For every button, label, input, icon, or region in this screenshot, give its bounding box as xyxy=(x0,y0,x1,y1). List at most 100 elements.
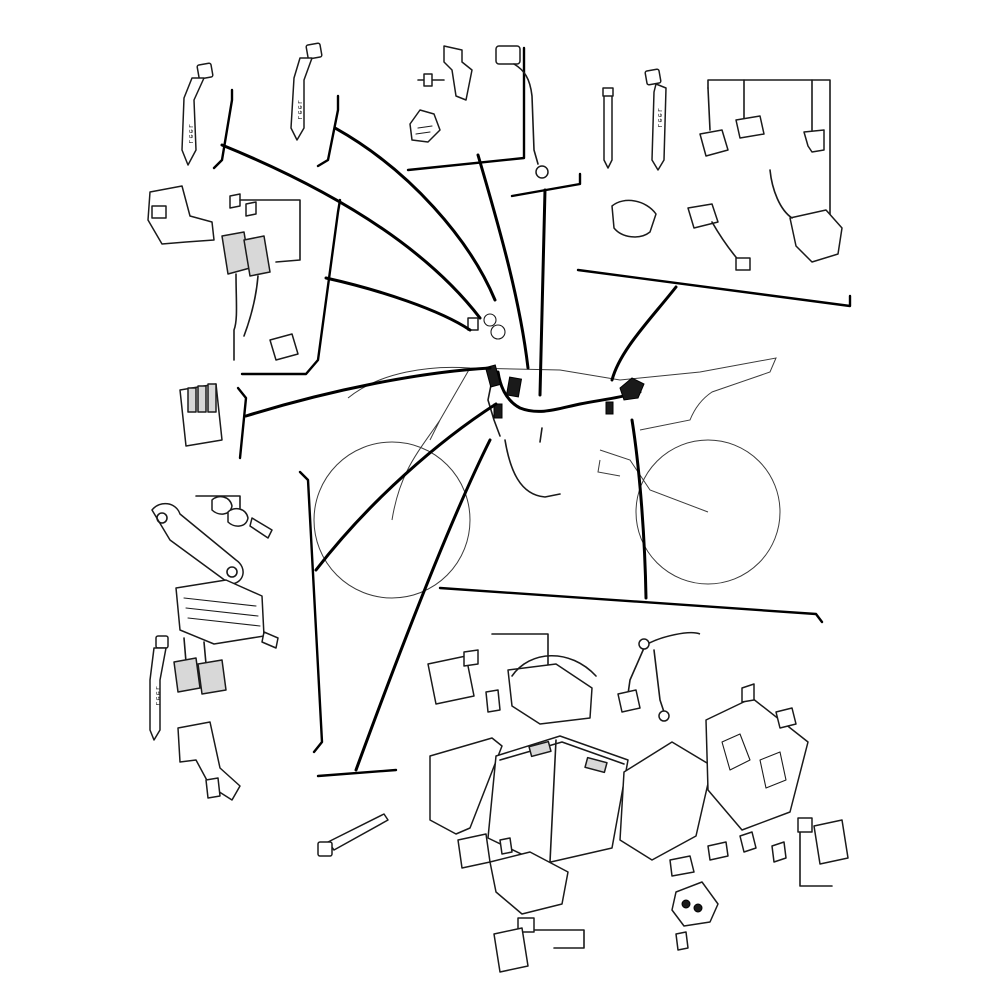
tail-relay-terminal-a xyxy=(681,899,691,909)
tail-relay xyxy=(671,881,719,927)
lower-left-bolt xyxy=(205,777,221,799)
motorcycle-silhouette xyxy=(313,357,781,599)
ground-lead-wire xyxy=(495,45,549,179)
bracket-plate xyxy=(443,45,473,101)
bracket-bolt xyxy=(741,683,755,703)
bracket-lower-tie xyxy=(316,768,398,778)
tail-relay-terminal-b xyxy=(693,903,703,913)
lower-fuse-bracket xyxy=(489,851,569,915)
lower-tie-strap xyxy=(327,813,389,851)
leader-tie-1 xyxy=(220,143,482,320)
bracket-clamp-group xyxy=(406,46,526,172)
bracket-hole-a xyxy=(156,512,168,524)
small-coupler-end xyxy=(735,257,751,271)
regulator-assembly xyxy=(151,495,279,695)
switch-button xyxy=(151,205,167,219)
battery-cable-terminal-b xyxy=(658,710,670,722)
bracket-switch xyxy=(240,198,342,376)
harness-terminal-mark xyxy=(539,427,543,443)
tie-head-4 xyxy=(155,635,169,649)
fuse-cover xyxy=(427,655,475,705)
swingarm-outline xyxy=(599,449,709,513)
regulator-leads xyxy=(183,637,207,665)
bracket-battery-group xyxy=(438,586,824,624)
battery-edges xyxy=(499,739,625,863)
leader-switch xyxy=(324,276,472,332)
battery-pad xyxy=(619,741,713,861)
spacer-a xyxy=(211,495,233,515)
battery-terminal-b xyxy=(584,756,608,774)
front-fork-outline xyxy=(391,367,471,521)
harness-connector-cluster-a xyxy=(484,364,502,388)
bracket-hole-b xyxy=(226,566,238,578)
cable-band-head xyxy=(602,87,614,97)
regulator-fins xyxy=(183,597,261,627)
wire-retainer xyxy=(611,199,657,238)
right-bolt-a xyxy=(739,831,757,853)
cdi-group-bracket xyxy=(707,79,831,241)
bracket-coupler xyxy=(236,386,248,460)
clamp-bracket-group xyxy=(409,45,473,143)
tie-label-1: ɹɘɘɹ xyxy=(187,124,195,145)
relay-clip xyxy=(485,689,501,713)
tie-label-3: ɹɘɘɹ xyxy=(656,108,664,129)
lower-left-bracket-plate xyxy=(177,721,241,801)
battery-cover xyxy=(429,737,503,835)
chain-guard-outline xyxy=(597,459,621,477)
tail-clip xyxy=(669,855,695,877)
cdi-group-parts xyxy=(611,79,843,271)
bracket-ground-lead xyxy=(510,172,582,198)
relay-a xyxy=(699,129,729,157)
coupler-pin-3 xyxy=(207,383,217,413)
cdi-unit-lead xyxy=(769,169,793,219)
tie-label-4: ɹɘɘɹ xyxy=(154,686,162,707)
handlebar-clamp-ring-a xyxy=(483,313,497,327)
starter-relay-leads xyxy=(511,655,597,677)
regulator-coupler-b xyxy=(197,659,227,695)
cable-tie-part-1: ɹɘɘɹ xyxy=(181,62,214,166)
tie-strap-2 xyxy=(290,57,313,141)
group-brackets xyxy=(212,46,852,778)
battery-cable-top xyxy=(643,632,701,647)
harness-connector-cluster-d xyxy=(605,401,614,415)
harness-connector-cluster-c xyxy=(493,403,503,419)
bracket-bolt-head xyxy=(423,73,433,87)
battery-cable-terminal-a xyxy=(638,638,650,650)
right-spacer xyxy=(707,841,729,861)
wire-clamp xyxy=(409,109,441,143)
lower-tie-head xyxy=(317,841,333,857)
bottom-coupler-bracket xyxy=(533,929,585,949)
cable-band-strap xyxy=(603,91,613,169)
small-coupler-lead xyxy=(711,221,741,263)
lower-cable-tie xyxy=(317,813,389,857)
cdi-unit xyxy=(789,209,843,263)
spacer-b xyxy=(227,507,249,527)
bracket-tie-1 xyxy=(212,88,234,170)
tie-strap-3 xyxy=(651,83,667,171)
bulb-group-bracket xyxy=(239,199,301,263)
battery-terminal-a xyxy=(528,740,552,758)
tie-strap-1 xyxy=(181,77,205,166)
handlebar-clamp-ring-b xyxy=(490,324,506,340)
handlebar-switch-assembly xyxy=(147,185,301,361)
relay-b xyxy=(735,115,765,139)
clip-a xyxy=(803,129,825,153)
fuse-screw xyxy=(463,649,479,667)
bracket-regulator xyxy=(298,470,324,754)
tie-head-3 xyxy=(644,68,662,86)
coupler-pin-1 xyxy=(187,387,197,413)
bottom-coupler xyxy=(493,927,529,973)
grip-right xyxy=(243,235,271,277)
cable-tie-part-2: ɹɘɘɹ xyxy=(290,42,323,141)
spacer-group-bracket xyxy=(195,495,241,509)
battery-box-cutouts xyxy=(721,733,787,789)
ground-lead-ring-terminal xyxy=(535,165,549,179)
lower-left-bracket xyxy=(177,721,241,801)
leader-lines xyxy=(220,126,678,772)
wire-clamp-detail xyxy=(415,125,433,135)
bulb-sockets xyxy=(229,193,257,217)
harness-cdi-connector xyxy=(619,377,645,401)
cable-tie-part-4: ɹɘɘɹ xyxy=(149,635,169,741)
tie-label-2: ɹɘɘɹ xyxy=(296,100,304,121)
right-coupler xyxy=(813,819,849,865)
